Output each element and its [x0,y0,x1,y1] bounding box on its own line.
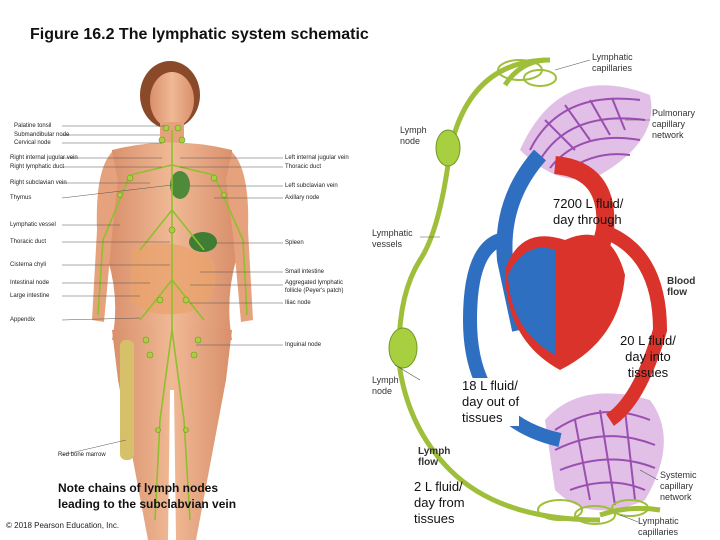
label-cervical-node: Cervical node [14,140,51,146]
label-lymph-node-bottom: Lymph node [372,375,399,397]
label-line: capillaries [638,527,679,537]
label-line: Lymphatic [372,228,413,238]
label-line: capillaries [592,63,633,73]
note-text: Note chains of lymph nodes leading to th… [58,480,236,512]
head-shape [150,72,194,128]
label-right-lymphatic-duct: Right lymphatic duct [10,164,65,170]
label-flow-from-tissues: 2 L fluid/ day from tissues [414,479,465,527]
leader-lines-left [61,125,173,456]
label-line: Lymph [400,125,427,135]
lymph-capillary-mesh-top [497,59,557,87]
label-lymph-node-top: Lymph node [400,125,427,147]
spleen-shape [189,232,217,252]
label-line: Systemic [660,470,697,480]
label-thoracic-duct-left: Thoracic duct [10,239,47,245]
label-line: 18 L fluid/ [462,378,518,393]
label-cisterna-chyli: Cisterna chyli [10,262,47,268]
label-peyers-patch: follicle (Peyer's patch) [285,288,344,294]
label-line: node [372,386,393,396]
label-lymphatic-capillaries-top: Lymphatic capillaries [592,52,633,74]
label-thoracic-duct-right: Thoracic duct [285,164,322,170]
label-line: day into [625,349,671,364]
label-line: Blood [667,276,696,287]
aorta-to-body [597,223,668,426]
label-line: capillary [660,481,694,491]
label-line: Lymphatic [638,516,679,526]
label-axillary-node: Axillary node [285,195,320,201]
label-large-intestine: Large intestine [10,293,50,299]
figure-title: Figure 16.2 The lymphatic system schemat… [30,26,369,43]
note-line-1: Note chains of lymph nodes [58,481,219,495]
label-inguinal-node: Inguinal node [285,342,322,348]
lymph-node-top-shape [435,129,461,167]
label-aggregated-lymphatic: Aggregated lymphatic [285,280,344,286]
thymus-shape [170,171,190,199]
label-line: node [400,136,421,146]
label-line: capillary [652,119,686,129]
label-line: network [652,130,684,140]
label-right-subclavian-vein: Right subclavian vein [10,180,67,186]
label-left-subclavian-vein: Left subclavian vein [285,183,338,189]
bone-marrow-shape [120,340,134,460]
label-systemic-capillary-network: Systemic capillary network [660,470,697,503]
label-line: tissues [627,365,669,380]
label-flow-into-tissues: 20 L fluid/ day into tissues [620,333,676,381]
label-left-internal-jugular-vein: Left internal jugular vein [285,155,349,161]
label-small-intestine: Small intestine [285,269,325,275]
label-pulmonary-capillary-network: Pulmonary capillary network [652,108,695,141]
copyright: © 2018 Pearson Education, Inc. [6,521,120,530]
label-lymphatic-capillaries-bottom: Lymphatic capillaries [638,516,679,538]
label-line: Lymph [372,375,399,385]
label-flow-out-of-tissues: 18 L fluid/ day out of tissues [462,378,520,426]
label-line: Lymphatic [592,52,633,62]
label-line: 2 L fluid/ [414,479,463,494]
circulation-leader-lines [394,59,659,523]
label-line: flow [667,287,687,298]
vein-to-lungs [496,149,547,332]
label-thymus: Thymus [10,195,32,201]
note-line-2: leading to the subclabvian vein [58,497,237,511]
label-submandibular-node: Submandibular node [14,132,70,138]
label-lymphatic-vessels: Lymphatic vessels [372,228,413,250]
lymph-nodes [117,124,227,433]
label-blood-flow: Blood flow [667,276,695,298]
label-line: tissues [462,410,503,425]
label-iliac-node: Iliac node [285,300,311,306]
label-red-bone-marrow: Red bone marrow [58,452,106,458]
systemic-capillary-network [545,393,664,511]
label-lymph-flow: Lymph flow [418,446,450,468]
label-line: day out of [462,394,520,409]
label-line: Pulmonary [652,108,696,118]
flow-arrows [466,285,524,300]
label-line: Lymph [418,446,451,457]
label-line: 20 L fluid/ [620,333,676,348]
left-arm-shape [226,152,253,322]
label-intestinal-node: Intestinal node [10,280,50,286]
label-appendix: Appendix [10,317,36,323]
label-lymphatic-vessel: Lymphatic vessel [10,222,56,228]
label-right-internal-jugular-vein: Right internal jugular vein [10,155,78,161]
lymph-node-bottom-shape [388,327,418,369]
heart-right-side [508,247,555,355]
leader-lines-right [180,157,283,346]
pulmonary-capillary-network [520,85,652,180]
lymph-vessels [97,130,248,521]
legs-shape [112,325,232,540]
label-spleen: Spleen [285,240,304,246]
vena-cava-return [462,233,562,447]
lymph-capillary-mesh-bottom [537,499,649,525]
label-line: day through [553,212,622,227]
label-flow-through: 7200 L fluid/ day through [553,196,623,228]
label-line: 7200 L fluid/ [553,196,624,211]
label-line: day from [414,495,465,510]
label-palatine-tonsil: Palatine tonsil [14,123,52,129]
label-line: tissues [414,511,455,526]
label-line: network [660,492,692,502]
lymph-vessel-lines [396,57,661,523]
label-line: flow [418,457,438,468]
label-line: vessels [372,239,403,249]
